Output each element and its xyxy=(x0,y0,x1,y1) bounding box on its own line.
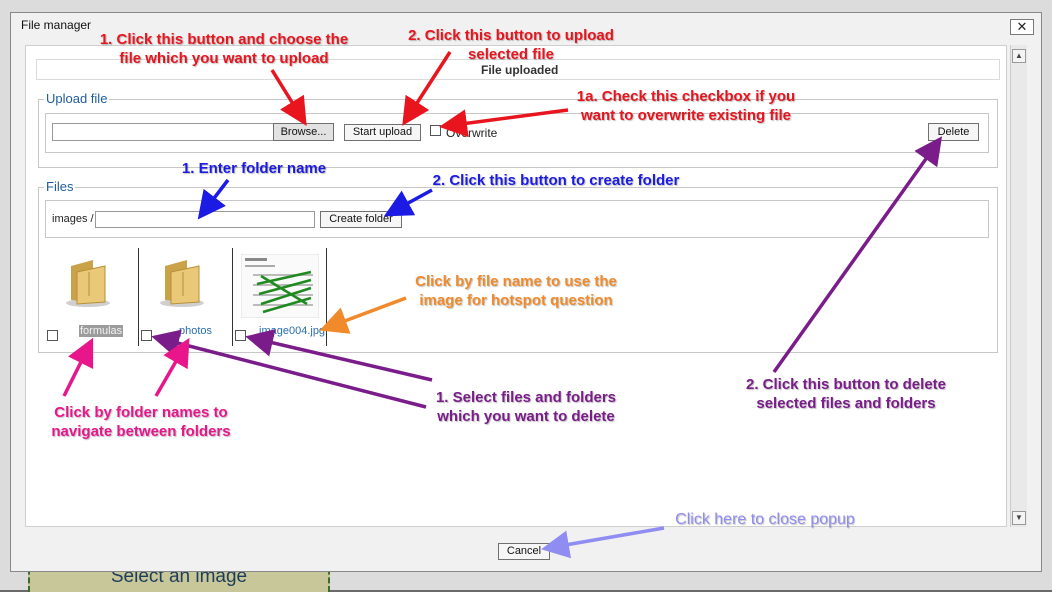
folder-name-link[interactable]: formulas xyxy=(79,325,124,337)
note-create-folder: 2. Click this button to create folder xyxy=(432,172,680,189)
current-path: images / xyxy=(52,213,94,225)
note-select-files: 1. Select files and folders which you wa… xyxy=(435,389,617,425)
note-delete: 2. Click this button to delete selected … xyxy=(745,376,947,412)
upload-inner-box xyxy=(45,113,989,153)
arrow-to-checkbox-2 xyxy=(151,329,427,409)
note-folder-navigation: Click by folder names to navigate betwee… xyxy=(51,404,231,440)
note-file-name: Click by file name to use the image for … xyxy=(415,273,617,309)
status-bar xyxy=(36,59,1000,80)
select-checkbox[interactable] xyxy=(47,330,58,341)
arrow-to-create-folder xyxy=(383,188,433,217)
folder-icon[interactable] xyxy=(63,256,113,308)
arrow-to-photos xyxy=(154,337,190,397)
upload-legend: Upload file xyxy=(44,91,110,106)
create-folder-button[interactable]: Create folder xyxy=(320,211,402,228)
arrow-to-formulas xyxy=(62,337,94,397)
list-item: photos xyxy=(139,248,233,346)
files-legend: Files xyxy=(44,179,76,194)
arrow-to-delete xyxy=(772,136,943,374)
folder-create-box xyxy=(45,200,989,238)
arrow-to-start-upload xyxy=(402,51,452,126)
arrow-to-cancel xyxy=(541,526,665,559)
note-browse: 1. Click this button and choose the file… xyxy=(99,31,349,67)
arrow-to-file-name xyxy=(319,296,407,334)
vertical-scrollbar[interactable]: ▲ ▼ xyxy=(1010,45,1027,527)
scroll-up-icon[interactable]: ▲ xyxy=(1012,49,1026,63)
scroll-down-icon[interactable]: ▼ xyxy=(1012,511,1026,525)
folder-name-link[interactable]: photos xyxy=(179,325,213,337)
arrow-to-overwrite xyxy=(439,108,569,138)
arrow-to-checkbox-3 xyxy=(245,329,433,382)
close-icon[interactable]: ✕ xyxy=(1010,19,1034,35)
files-fieldset xyxy=(38,187,998,353)
image-thumbnail[interactable] xyxy=(241,254,319,318)
list-item: formulas xyxy=(45,248,139,346)
note-overwrite: 1a. Check this checkbox if you want to o… xyxy=(576,88,796,124)
start-upload-button[interactable]: Start upload xyxy=(344,124,421,141)
status-message: File uploaded xyxy=(481,63,559,77)
arrow-to-browse xyxy=(270,69,307,126)
folder-icon[interactable] xyxy=(157,256,207,308)
note-start-upload: 2. Click this button to upload selected … xyxy=(408,27,614,63)
arrow-to-folder-input xyxy=(197,178,230,220)
upload-fieldset xyxy=(38,99,998,168)
note-folder-name: 1. Enter folder name xyxy=(181,160,327,177)
note-close: Click here to close popup xyxy=(675,511,855,528)
dialog-title: File manager xyxy=(21,18,92,32)
cancel-button[interactable]: Cancel xyxy=(498,543,550,560)
